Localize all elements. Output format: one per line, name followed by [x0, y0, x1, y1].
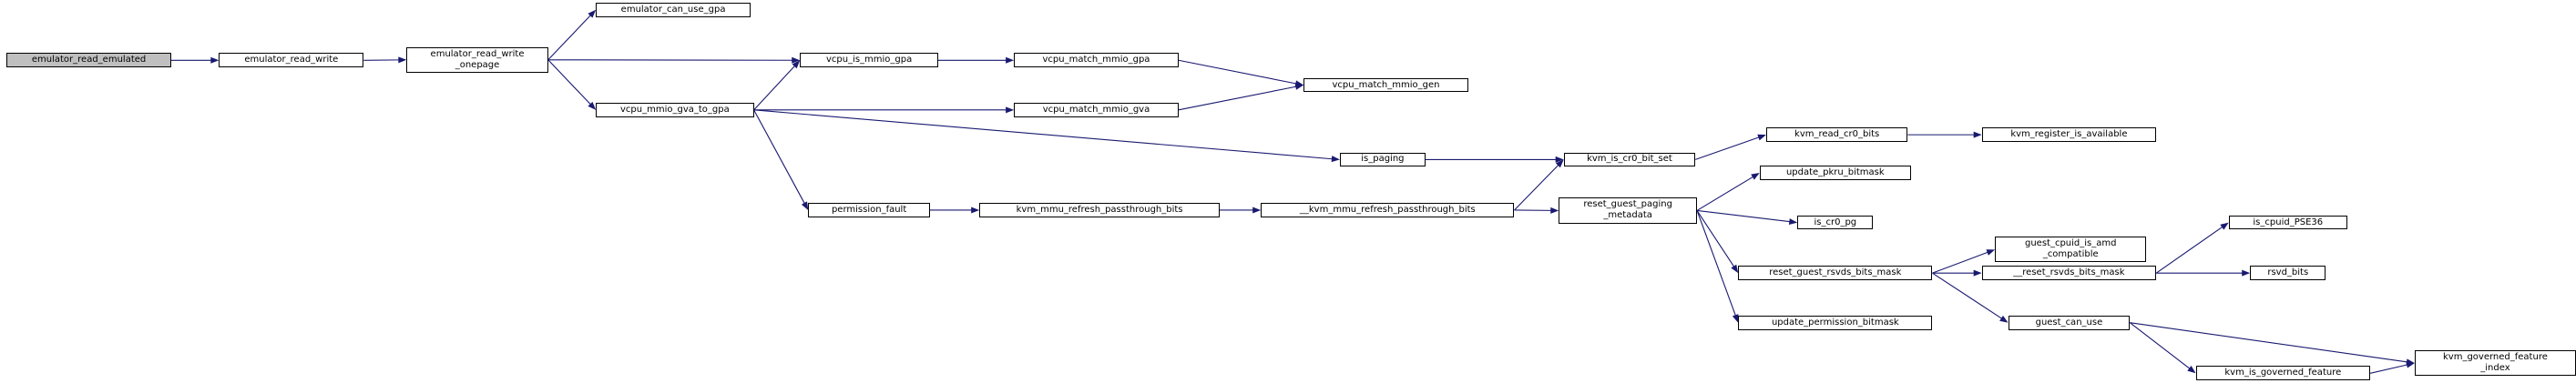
node-kvm-mmu-refresh-passthrough-bits[interactable]: kvm_mmu_refresh_passthrough_bits: [979, 203, 1220, 217]
arrowhead: [210, 56, 220, 64]
edge-n16-n17: [1696, 176, 1754, 211]
edge-n5-n4: [753, 65, 796, 111]
arrowhead: [1331, 156, 1340, 163]
edge-n12-n13: [1514, 164, 1559, 211]
node-kvm-register-is-available[interactable]: kvm_register_is_available: [1981, 127, 2157, 142]
edge-n27-n26: [2369, 364, 2408, 374]
node-is-cpuid-pse36[interactable]: is_cpuid_PSE36: [2228, 215, 2347, 230]
arrowhead: [588, 101, 597, 110]
node-permission-fault[interactable]: permission_fault: [808, 203, 930, 217]
node-vcpu-match-mmio-gpa[interactable]: vcpu_match_mmio_gpa: [1014, 53, 1179, 68]
arrowhead: [1986, 249, 1996, 256]
edge-n16-n18: [1696, 209, 1791, 223]
node-emulator-read-emulated: emulator_read_emulated: [6, 53, 171, 68]
arrowhead: [1006, 56, 1015, 64]
node-is-cr0-pg[interactable]: is_cr0_pg: [1797, 215, 1874, 230]
arrowhead: [1006, 106, 1015, 114]
node-reset-rsvds-bits-mask[interactable]: __reset_rsvds_bits_mask: [1981, 266, 2157, 280]
node-reset-guest-rsvds-bits-mask[interactable]: reset_guest_rsvds_bits_mask: [1738, 266, 1933, 280]
node-update-pkru-bitmask[interactable]: update_pkru_bitmask: [1759, 166, 1911, 180]
arrowhead: [1757, 134, 1766, 141]
arrowhead: [398, 56, 407, 64]
arrowhead: [2220, 222, 2229, 230]
edge-n23-n27: [2129, 322, 2191, 369]
node-kvm-is-governed-feature[interactable]: kvm_is_governed_feature: [2195, 366, 2371, 381]
arrowhead: [588, 9, 597, 18]
node-emulator-read-write-onepage[interactable]: emulator_read_write _onepage: [406, 46, 548, 73]
edge-n7-n8: [1178, 86, 1297, 111]
node-vcpu-match-mmio-gva[interactable]: vcpu_match_mmio_gva: [1014, 103, 1179, 117]
arrowhead: [1732, 314, 1739, 323]
edge-n19-n21: [1932, 251, 1988, 274]
node-kvm-mmu-refresh-passthrough-bits[interactable]: __kvm_mmu_refresh_passthrough_bits: [1261, 203, 1515, 217]
arrowhead: [1751, 173, 1760, 180]
edge-n6-n8: [1178, 59, 1297, 85]
arrowhead: [2406, 361, 2415, 368]
arrowhead: [1788, 218, 1798, 226]
arrowhead: [1999, 315, 2009, 323]
node-emulator-read-write[interactable]: emulator_read_write: [219, 53, 364, 68]
edge-n16-n20: [1696, 210, 1736, 317]
node-kvm-governed-feature-index[interactable]: kvm_governed_feature _index: [2414, 349, 2576, 377]
arrowhead: [1252, 207, 1262, 214]
edge-n2-n5: [547, 59, 592, 106]
arrowhead: [1973, 131, 1982, 138]
arrowhead: [792, 56, 801, 64]
node-update-permission-bitmask[interactable]: update_permission_bitmask: [1738, 315, 1933, 330]
node-vcpu-match-mmio-gen[interactable]: vcpu_match_mmio_gen: [1303, 77, 1468, 93]
arrowhead: [1555, 156, 1564, 163]
node-vcpu-mmio-gva-to-gpa[interactable]: vcpu_mmio_gva_to_gpa: [596, 103, 754, 117]
edge-n16-n19: [1696, 210, 1735, 267]
arrowhead: [1973, 269, 1982, 277]
node-kvm-read-cr0-bits[interactable]: kvm_read_cr0_bits: [1765, 127, 1908, 142]
node-emulator-can-use-gpa[interactable]: emulator_can_use_gpa: [596, 2, 751, 17]
edge-n19-n23: [1932, 272, 2003, 319]
node-guest-can-use[interactable]: guest_can_use: [2008, 315, 2131, 330]
edge-n5-n9: [753, 109, 1333, 160]
arrowhead: [1731, 264, 1739, 274]
edge-n23-n26: [2130, 322, 2408, 363]
edge-n13-n14: [1695, 136, 1760, 160]
edge-n5-n10: [753, 109, 805, 205]
node-reset-guest-paging-metadata[interactable]: reset_guest_paging _metadata: [1559, 197, 1698, 224]
arrowhead: [1550, 207, 1559, 214]
edge-n22-n24: [2155, 226, 2223, 274]
node-vcpu-is-mmio-gpa[interactable]: vcpu_is_mmio_gpa: [800, 53, 938, 68]
arrowhead: [2187, 366, 2196, 374]
arrowhead: [792, 60, 801, 69]
arrowhead: [1555, 159, 1564, 168]
arrowhead: [971, 207, 980, 214]
node-kvm-is-cr0-bit-set[interactable]: kvm_is_cr0_bit_set: [1563, 152, 1696, 167]
node-is-paging[interactable]: is_paging: [1339, 152, 1426, 167]
node-rsvd-bits[interactable]: rsvd_bits: [2250, 266, 2326, 280]
arrowhead: [2242, 269, 2251, 277]
node-guest-cpuid-is-amd-compatible[interactable]: guest_cpuid_is_amd _compatible: [1995, 237, 2147, 263]
edge-n2-n3: [547, 15, 592, 61]
arrowhead: [801, 201, 809, 210]
arrowhead: [1294, 83, 1304, 90]
